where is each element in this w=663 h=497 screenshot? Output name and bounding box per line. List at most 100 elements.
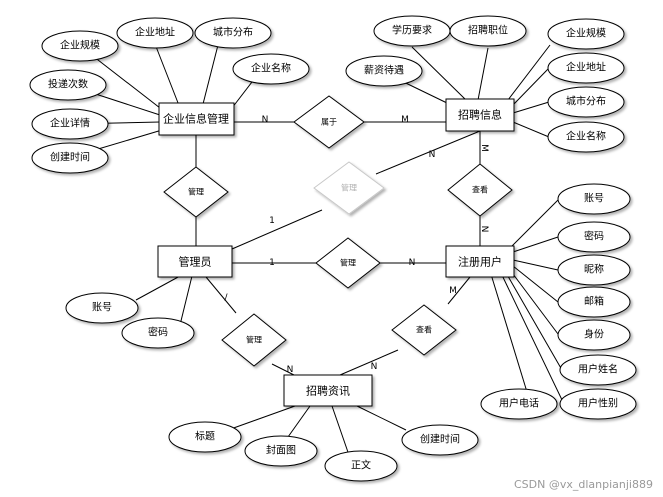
card-admin-manage-user: 1 <box>269 258 275 268</box>
card-manage-news: N <box>287 365 294 375</box>
attr-news-created: 创建时间 <box>401 424 479 456</box>
svg-text:城市分布: 城市分布 <box>566 95 606 108</box>
svg-text:账号: 账号 <box>92 302 112 314</box>
relationship-view-recruit: 查看 <box>447 163 513 217</box>
attr-news-title: 标题 <box>168 421 242 453</box>
relationship-view-news: 查看 <box>391 304 457 356</box>
svg-text:属于: 属于 <box>321 118 337 127</box>
attr-user-nickname: 昵称 <box>557 254 631 286</box>
svg-text:密码: 密码 <box>148 326 168 339</box>
svg-text:企业地址: 企业地址 <box>135 26 175 39</box>
svg-text:用户姓名: 用户姓名 <box>578 363 618 376</box>
attr-recruit-education: 学历要求 <box>373 15 451 47</box>
entities: 企业信息管理 招聘信息 管理员 注册用户 招聘资讯 <box>157 98 515 407</box>
user-attributes: 账号 密码 昵称 邮箱 身份 用户姓名 用户性别 用户电话 <box>480 183 637 420</box>
watermark: CSDN @vx_dlanpianji889 <box>514 478 653 491</box>
attr-user-phone: 用户电话 <box>480 388 558 420</box>
relationship-manage-news: 管理 <box>221 313 287 367</box>
relationship-manage-recruit: 管理 <box>313 161 385 215</box>
attr-company-address: 企业地址 <box>116 17 194 49</box>
attr-user-identity: 身份 <box>557 319 631 351</box>
svg-text:企业信息管理: 企业信息管理 <box>163 112 229 126</box>
entity-user: 注册用户 <box>445 245 515 278</box>
relationship-belongs: 属于 <box>293 95 365 149</box>
svg-text:查看: 查看 <box>472 185 488 195</box>
entity-admin: 管理员 <box>157 245 233 278</box>
svg-text:招聘职位: 招聘职位 <box>468 24 508 37</box>
attr-recruit-scale: 企业规模 <box>547 18 625 50</box>
svg-text:创建时间: 创建时间 <box>420 433 460 446</box>
svg-text:查看: 查看 <box>416 325 432 335</box>
svg-text:管理: 管理 <box>188 187 204 197</box>
svg-text:招聘信息: 招聘信息 <box>458 108 502 122</box>
svg-text:注册用户: 注册用户 <box>458 255 502 269</box>
svg-text:用户电话: 用户电话 <box>499 397 539 410</box>
svg-text:企业名称: 企业名称 <box>251 62 291 75</box>
attr-admin-password: 密码 <box>121 317 195 349</box>
attr-company-details: 企业详情 <box>31 108 109 140</box>
attr-user-email: 邮箱 <box>557 286 631 318</box>
entity-recruit: 招聘信息 <box>445 98 515 132</box>
attr-news-body: 正文 <box>324 450 398 482</box>
card-manage-admin-top: 1 <box>269 216 275 226</box>
attr-company-city: 城市分布 <box>194 17 272 49</box>
svg-text:企业地址: 企业地址 <box>566 61 606 74</box>
recruit-attributes: 学历要求 招聘职位 企业规模 薪资待遇 企业地址 城市分布 企业名称 <box>345 15 625 153</box>
attr-news-cover: 封面图 <box>244 435 318 467</box>
svg-text:学历要求: 学历要求 <box>392 24 432 37</box>
news-attributes: 标题 封面图 正文 创建时间 <box>168 421 479 482</box>
card-recruit-manage: N <box>429 150 436 160</box>
card-company-belongs: N <box>262 115 269 125</box>
svg-text:薪资待遇: 薪资待遇 <box>364 64 404 77</box>
svg-text:招聘资讯: 招聘资讯 <box>306 384 350 398</box>
cardinality-labels: N M N 1 M N 1 N / N N M <box>224 115 489 375</box>
card-recruit-view: M <box>479 144 489 152</box>
svg-text:用户性别: 用户性别 <box>578 397 618 410</box>
attr-recruit-city: 城市分布 <box>547 86 625 118</box>
svg-text:城市分布: 城市分布 <box>213 26 253 39</box>
attr-recruit-address: 企业地址 <box>547 52 625 84</box>
attr-user-account: 账号 <box>557 183 631 215</box>
svg-text:邮箱: 邮箱 <box>584 295 604 308</box>
company-attributes: 企业规模 企业地址 城市分布 企业名称 投递次数 企业详情 创建时间 <box>29 17 310 174</box>
entity-company: 企业信息管理 <box>158 102 235 136</box>
attr-company-name: 企业名称 <box>232 53 310 85</box>
relationship-manage-company: 管理 <box>163 166 229 218</box>
svg-text:企业规模: 企业规模 <box>566 27 606 40</box>
svg-text:投递次数: 投递次数 <box>48 78 88 91</box>
svg-text:企业规模: 企业规模 <box>60 39 100 52</box>
attr-user-password: 密码 <box>557 221 631 253</box>
entity-news: 招聘资讯 <box>283 374 373 407</box>
card-view-user-lower: M <box>449 286 457 296</box>
svg-text:管理: 管理 <box>246 335 262 345</box>
svg-text:正文: 正文 <box>351 459 371 472</box>
attr-recruit-company-name: 企业名称 <box>547 121 625 153</box>
attr-user-gender: 用户性别 <box>559 388 637 420</box>
card-belongs-recruit: M <box>401 115 409 125</box>
svg-text:企业详情: 企业详情 <box>50 117 90 130</box>
svg-text:密码: 密码 <box>584 230 604 243</box>
card-view-user: N <box>479 226 489 233</box>
attr-company-created: 创建时间 <box>31 142 109 174</box>
attr-company-scale: 企业规模 <box>41 30 119 62</box>
card-admin-manage-news: / <box>224 293 228 303</box>
svg-text:企业名称: 企业名称 <box>566 130 606 143</box>
attr-user-realname: 用户姓名 <box>559 354 637 386</box>
svg-text:封面图: 封面图 <box>266 444 296 457</box>
card-manage-user: N <box>409 258 416 268</box>
attr-company-deliveries: 投递次数 <box>29 69 107 101</box>
attr-admin-account: 账号 <box>65 292 139 324</box>
svg-text:身份: 身份 <box>584 328 604 341</box>
attr-recruit-position: 招聘职位 <box>449 15 527 47</box>
svg-text:昵称: 昵称 <box>584 263 604 276</box>
svg-text:管理: 管理 <box>340 258 356 268</box>
relationship-manage-user: 管理 <box>315 237 381 289</box>
card-news-view: N <box>371 362 378 372</box>
svg-text:标题: 标题 <box>195 431 215 443</box>
svg-text:管理员: 管理员 <box>179 255 212 269</box>
attr-recruit-salary: 薪资待遇 <box>345 55 423 87</box>
svg-text:创建时间: 创建时间 <box>50 151 90 164</box>
admin-attributes: 账号 密码 <box>65 292 195 349</box>
svg-text:管理: 管理 <box>341 183 357 193</box>
